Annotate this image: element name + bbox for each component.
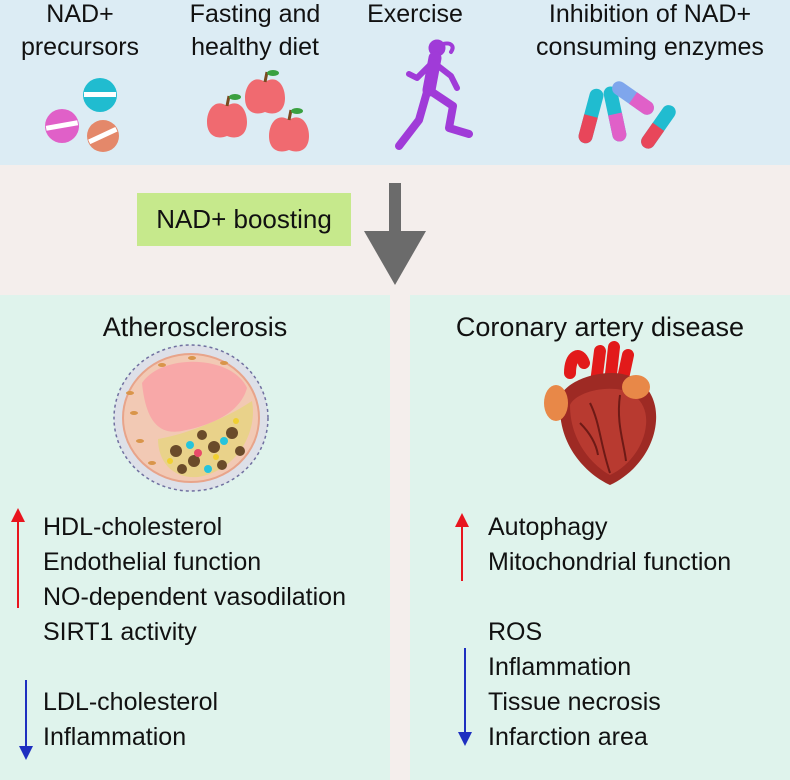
apples-icon — [207, 70, 309, 152]
artery-cross-section-icon — [113, 344, 269, 492]
coronary-artery-disease-title: Coronary artery disease — [455, 312, 745, 342]
label-nad-precursors: NAD+ precursors — [20, 0, 140, 61]
right-down-item: Infarction area — [488, 723, 648, 751]
left-down-item: LDL-cholesterol — [43, 688, 219, 716]
increase-arrow-icon — [11, 508, 25, 608]
right-down-item: Tissue necrosis — [488, 688, 661, 716]
right-down-item: Inflammation — [488, 653, 632, 681]
right-down-item: ROS — [488, 618, 543, 646]
atherosclerosis-title: Atherosclerosis — [102, 312, 288, 342]
heart-icon — [544, 341, 657, 485]
left-down-item: Inflammation — [43, 723, 187, 751]
runner-icon — [395, 39, 473, 150]
right-up-item: Mitochondrial function — [488, 548, 732, 576]
label-fasting-diet: Fasting and healthy diet — [189, 0, 321, 61]
right-up-item: Autophagy — [488, 513, 608, 541]
label-exercise: Exercise — [367, 0, 463, 28]
left-up-item: SIRT1 activity — [43, 618, 197, 646]
increase-arrow-icon — [455, 513, 469, 581]
down-arrow-icon — [364, 183, 426, 285]
label-inhibition-enzymes: Inhibition of NAD+ consuming enzymes — [536, 0, 764, 61]
decrease-arrow-icon — [458, 648, 472, 746]
decrease-arrow-icon — [19, 680, 33, 760]
left-up-item: HDL-cholesterol — [43, 513, 223, 541]
pills-icon — [45, 78, 119, 152]
left-up-item: NO-dependent vasodilation — [43, 583, 346, 611]
capsules-icon — [578, 81, 676, 149]
left-up-item: Endothelial function — [43, 548, 262, 576]
nad-boosting-box: NAD+ boosting — [137, 193, 351, 246]
